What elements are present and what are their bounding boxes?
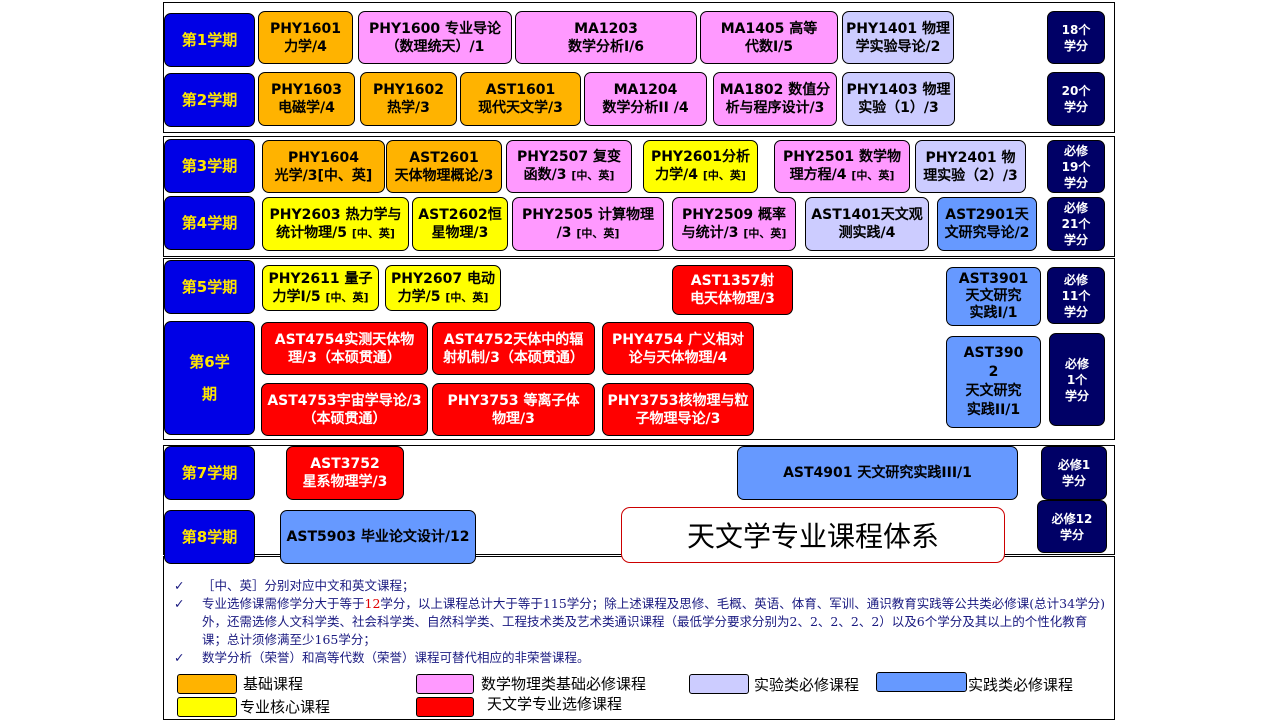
course-phy2611: PHY2611 量子力学I/5 [中、英] xyxy=(262,265,379,311)
legend-label-math-physics: 数学物理类基础必修课程 xyxy=(481,675,647,693)
legend-label-elective: 天文学专业选修课程 xyxy=(487,695,623,713)
semester-4: 第4学期 xyxy=(164,196,255,250)
legend-label-lab: 实验类必修课程 xyxy=(754,676,860,694)
legend-swatch-practice xyxy=(876,672,967,692)
course-phy2507: PHY2507 复变函数/3 [中、英] xyxy=(506,140,632,193)
check-icon: ✓ xyxy=(174,578,185,593)
notes: ✓［中、英］分别对应中文和英文课程； ✓专业选修课需修学分大于等于12学分，以上… xyxy=(164,577,1110,667)
semester-6: 第6学期 xyxy=(164,321,255,435)
notes-panel xyxy=(163,556,1115,720)
course-phy1401: PHY1401 物理学实验导论/2 xyxy=(842,11,954,64)
course-ast4901: AST4901 天文研究实践III/1 xyxy=(737,446,1018,500)
course-ast4752: AST4752天体中的辐射机制/3（本硕贯通） xyxy=(432,322,595,375)
course-phy2509: PHY2509 概率与统计/3 [中、英] xyxy=(672,197,796,251)
legend-swatch-core xyxy=(177,697,237,717)
check-icon: ✓ xyxy=(174,596,185,611)
course-phy2501: PHY2501 数学物理方程/4 [中、英] xyxy=(774,140,910,193)
course-phy2603: PHY2603 热力学与统计物理/5 [中、英] xyxy=(262,197,409,251)
course-phy1600: PHY1600 专业导论（数理统天）/1 xyxy=(358,11,512,64)
semester-2: 第2学期 xyxy=(164,73,255,127)
semester-3: 第3学期 xyxy=(164,139,255,193)
check-icon: ✓ xyxy=(174,650,185,665)
course-ast2602: AST2602恒星物理/3 xyxy=(412,197,508,251)
credits-semester-1: 18个学分 xyxy=(1047,11,1105,64)
course-phy1403: PHY1403 物理实验（1）/3 xyxy=(842,72,955,126)
course-phy3753-nuclear: PHY3753核物理与粒子物理导论/3 xyxy=(602,383,754,436)
course-phy2401: PHY2401 物理实验（2）/3 xyxy=(915,140,1026,193)
course-ast1401: AST1401天文观测实践/4 xyxy=(805,197,929,251)
note-honors: ✓数学分析（荣誉）和高等代数（荣誉）课程可替代相应的非荣誉课程。 xyxy=(174,650,590,665)
course-ast2901: AST2901天文研究导论/2 xyxy=(937,197,1037,251)
semester-5: 第5学期 xyxy=(164,260,255,314)
semester-7: 第7学期 xyxy=(164,446,255,500)
legend-swatch-lab xyxy=(689,674,749,694)
legend-label-base: 基础课程 xyxy=(243,675,304,693)
legend-swatch-elective xyxy=(416,697,474,717)
course-ma1405: MA1405 高等代数I/5 xyxy=(700,11,838,64)
semester-1: 第1学期 xyxy=(164,13,255,67)
legend-label-core: 专业核心课程 xyxy=(240,698,331,716)
legend-label-practice: 实践类必修课程 xyxy=(968,676,1074,694)
course-ast4754: AST4754实测天体物理/3（本硕贯通） xyxy=(261,322,428,375)
semester-8: 第8学期 xyxy=(164,510,255,564)
course-phy2505: PHY2505 计算物理/3 [中、英] xyxy=(512,197,664,251)
credits-semester-2: 20个学分 xyxy=(1047,72,1105,126)
course-phy2607: PHY2607 电动力学/5 [中、英] xyxy=(385,265,501,311)
note-language: ✓［中、英］分别对应中文和英文课程； xyxy=(174,578,415,593)
course-ast1357: AST1357射电天体物理/3 xyxy=(672,265,793,315)
note-credit-requirements: ✓专业选修课需修学分大于等于12学分，以上课程总计大于等于115学分；除上述课程… xyxy=(174,596,1105,647)
course-ast5903: AST5903 毕业论文设计/12 xyxy=(280,510,476,564)
course-phy4754: PHY4754 广义相对论与天体物理/4 xyxy=(602,322,754,375)
course-phy2601: PHY2601分析力学/4 [中、英] xyxy=(643,140,758,193)
page-title: 天文学专业课程体系 xyxy=(621,507,1005,563)
legend-swatch-base xyxy=(177,674,237,694)
course-ma1802: MA1802 数值分析与程序设计/3 xyxy=(713,72,837,126)
course-ast4753: AST4753宇宙学导论/3（本硕贯通） xyxy=(261,383,428,436)
legend-swatch-math-physics xyxy=(416,674,474,694)
course-phy3753-plasma: PHY3753 等离子体物理/3 xyxy=(432,383,595,436)
